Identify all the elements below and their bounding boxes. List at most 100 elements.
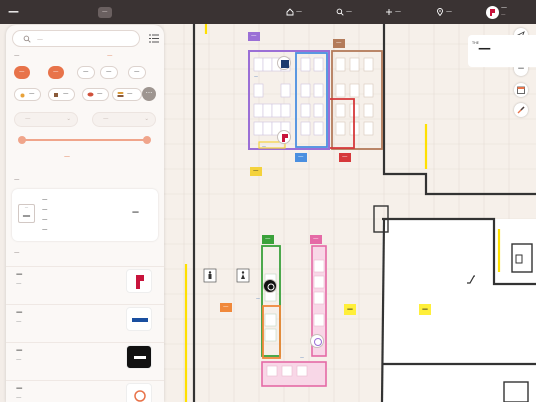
zone-label-health[interactable]: —	[310, 235, 322, 244]
nav-post-label: —	[395, 8, 401, 15]
entrance-label: —	[419, 304, 431, 315]
nav-home-label: —	[296, 8, 302, 15]
booth-pin-palames[interactable]	[277, 130, 291, 144]
booth-name-bit: —	[256, 296, 260, 301]
search-icon	[336, 8, 344, 16]
price-max-select[interactable]: — ⌄	[92, 112, 156, 127]
zone-label-child[interactable]: —	[220, 303, 232, 312]
chip-sdgs[interactable]: —	[100, 66, 118, 79]
price-min-label: —	[25, 116, 31, 122]
nav-search-label: —	[346, 8, 352, 15]
compass-icon	[517, 106, 525, 114]
company-name: —	[16, 308, 23, 316]
floor-map-drawing	[164, 24, 536, 402]
bit-logo-icon	[267, 283, 275, 291]
calendar-button[interactable]	[514, 83, 528, 97]
booth-pin-seed[interactable]	[310, 334, 324, 348]
palames-logo-icon	[490, 9, 495, 16]
zone-label-sdgs[interactable]: —	[262, 235, 274, 244]
home-icon	[286, 8, 294, 16]
chip-hamburger[interactable]: —	[112, 88, 142, 101]
company-desc: —	[16, 395, 22, 401]
chip-tourism[interactable]: —	[77, 66, 95, 79]
hamburger-icon	[117, 92, 124, 97]
cast-logo-icon	[134, 356, 146, 359]
booth-name-palames: —	[262, 144, 266, 149]
zone-label-tourism[interactable]: —	[339, 153, 351, 162]
search-input[interactable]	[37, 34, 133, 44]
event-title-line3: —	[42, 217, 48, 223]
company-thumbnail	[126, 383, 152, 402]
more-chips-button[interactable]: ···	[142, 87, 156, 101]
chip-child[interactable]: —	[128, 66, 146, 79]
zone-label-agri[interactable]: —	[333, 39, 345, 48]
company-thumbnail	[126, 307, 152, 331]
company-desc: —	[16, 319, 22, 325]
range-handle-min[interactable]	[18, 136, 26, 144]
chip-hamburger-label: —	[127, 91, 133, 97]
user-menu[interactable]: — —	[486, 3, 536, 21]
app-logo[interactable]: —	[8, 5, 20, 18]
range-handle-max[interactable]	[143, 136, 151, 144]
list-item[interactable]: — —	[6, 266, 164, 304]
company-thumbnail	[126, 345, 152, 369]
avatar	[486, 6, 499, 19]
palames-logo-icon	[136, 275, 144, 289]
price-range-track[interactable]	[20, 139, 148, 141]
compass-button[interactable]	[514, 103, 528, 117]
version-badge: —	[98, 7, 112, 18]
booth-pin-bit[interactable]	[263, 279, 277, 293]
company-desc: —	[16, 281, 22, 287]
filter-reset-link[interactable]: —	[107, 53, 113, 59]
zone-label-ai[interactable]: —	[248, 32, 260, 41]
event-logo-prefix: THE	[472, 41, 479, 45]
floor-map[interactable]: — — — — — — — — — — — — — — + −	[164, 24, 536, 402]
edit-filter-link[interactable]: —	[64, 153, 70, 160]
user-name: —	[501, 4, 507, 11]
price-min-select[interactable]: — ⌄	[14, 112, 78, 127]
list-item[interactable]: — —	[6, 380, 164, 402]
booth-pin-nk[interactable]	[277, 56, 291, 70]
chip-tsukuba[interactable]: —	[14, 66, 30, 79]
nk-logo-icon	[281, 60, 289, 68]
booth-name-seed: —	[300, 355, 304, 360]
seed-logo-icon	[314, 338, 322, 346]
top-bar: — — — — — — — —	[0, 0, 536, 24]
search-icon	[23, 35, 31, 43]
event-title-line4: —	[42, 227, 48, 233]
user-status: —	[501, 13, 506, 18]
chip-cafe-label: —	[63, 91, 69, 97]
search-box[interactable]	[12, 30, 140, 47]
filter-label: —	[14, 53, 20, 59]
chevron-down-icon: ⌄	[66, 116, 71, 122]
chip-meat[interactable]: —	[82, 88, 109, 101]
toilet-icon	[208, 271, 212, 279]
event-card[interactable]: — — — — — — —	[12, 189, 158, 241]
event-day: —	[22, 211, 31, 220]
event-logo: —	[132, 207, 139, 216]
sidebar: — — — — — — — — — — — ··· — ⌄ — ⌄ — — — …	[6, 25, 164, 402]
chip-takamatsu[interactable]: —	[48, 66, 64, 79]
event-logo-text: —	[478, 41, 492, 56]
list-item[interactable]: — —	[6, 304, 164, 342]
zone-label-web[interactable]: —	[295, 153, 307, 162]
hot-spring-icon	[20, 93, 25, 98]
calendar-icon: — —	[18, 204, 35, 223]
chip-cafe[interactable]: —	[48, 88, 75, 101]
company-desc: —	[16, 357, 22, 363]
chevron-down-icon: ⌄	[144, 116, 149, 122]
map-pin-icon	[437, 8, 443, 16]
plus-icon	[386, 9, 392, 15]
list-view-icon[interactable]	[149, 34, 159, 43]
zone-label-env[interactable]: —	[250, 167, 262, 176]
company-name: —	[16, 384, 23, 392]
chip-hot-spring[interactable]: —	[14, 88, 41, 101]
toilet-icon	[241, 271, 245, 279]
company-name: —	[16, 270, 23, 278]
nav-map-label: —	[446, 8, 452, 15]
overview-section-title: —	[14, 250, 20, 256]
company-name: —	[16, 346, 23, 354]
palames-logo-icon	[282, 134, 288, 142]
price-max-label: —	[103, 116, 109, 122]
list-item[interactable]: — —	[6, 342, 164, 380]
